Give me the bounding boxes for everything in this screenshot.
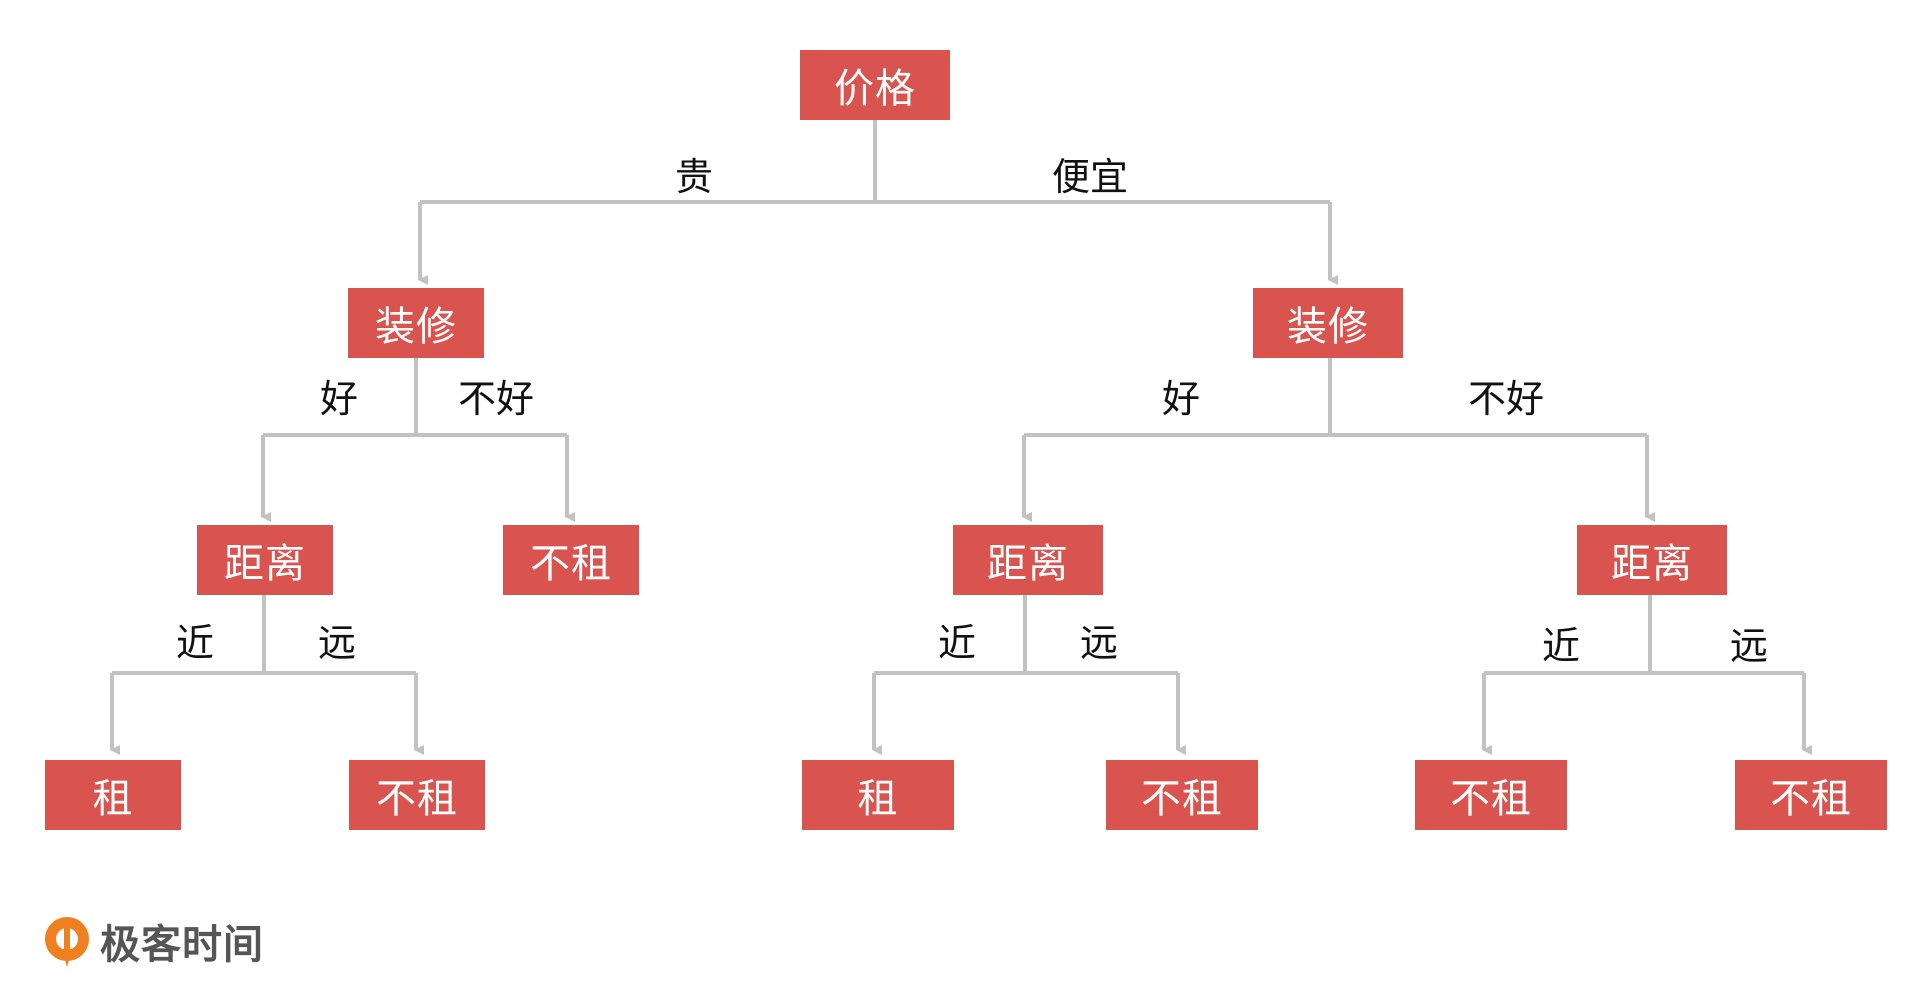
node-cheap-bad-distance: 距离 [1577, 525, 1727, 595]
node-cheap-decor: 装修 [1253, 288, 1403, 358]
edge-label-eg-near: 近 [176, 621, 215, 665]
node-expensive-decor: 装修 [348, 288, 484, 358]
edge-label-expensive: 贵 [675, 155, 714, 199]
leaf-cg-far: 不租 [1106, 760, 1258, 830]
node-expensive-bad-leaf: 不租 [503, 525, 639, 595]
geektime-logo-icon [45, 917, 89, 967]
node-expensive-good-distance: 距离 [197, 525, 333, 595]
edge-label-cg-near: 近 [938, 621, 977, 665]
logo-text: 极客时间 [100, 922, 264, 968]
leaf-eg-far: 不租 [349, 760, 485, 830]
leaf-cg-near: 租 [802, 760, 954, 830]
edge-label-cb-near: 近 [1542, 624, 1581, 668]
leaf-eg-near: 租 [45, 760, 181, 830]
edge-label-cheap-bad: 不好 [1468, 377, 1545, 421]
leaf-cb-far: 不租 [1735, 760, 1887, 830]
edge-label-expensive-good: 好 [320, 377, 359, 421]
leaf-cb-near: 不租 [1415, 760, 1567, 830]
edge-label-cg-far: 远 [1080, 621, 1119, 665]
edge-label-cb-far: 远 [1730, 624, 1769, 668]
edge-label-cheap-good: 好 [1162, 377, 1201, 421]
node-price: 价格 [800, 50, 950, 120]
edge-label-cheap: 便宜 [1052, 155, 1129, 199]
edge-label-eg-far: 远 [318, 621, 357, 665]
edge-label-expensive-bad: 不好 [458, 377, 535, 421]
geektime-logo: 极客时间 [40, 912, 264, 970]
node-cheap-good-distance: 距离 [953, 525, 1103, 595]
